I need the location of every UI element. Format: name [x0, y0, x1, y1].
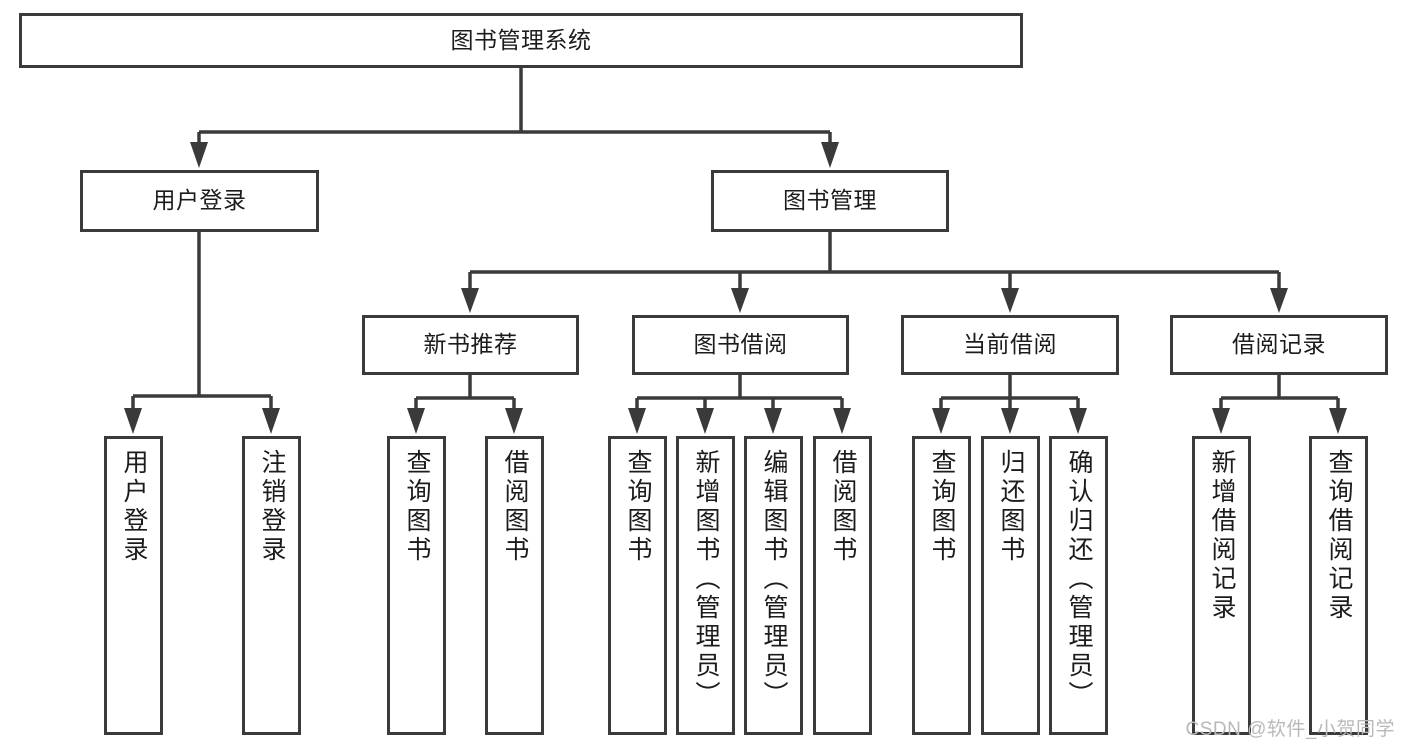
- node-label: 注销登录: [258, 449, 286, 565]
- node-label: 归还图书: [997, 449, 1025, 565]
- node-label: 查询图书: [624, 449, 652, 565]
- node-label: 新增图书（管理员）: [692, 449, 720, 710]
- node-label: 查询借阅记录: [1325, 449, 1353, 623]
- node-book-management[interactable]: 图书管理: [711, 170, 949, 232]
- leaf-user-login-login[interactable]: 用户登录: [104, 436, 163, 735]
- node-label: 图书管理系统: [450, 26, 592, 53]
- node-label: 用户登录: [152, 187, 247, 214]
- leaf-current-return-book[interactable]: 归还图书: [981, 436, 1040, 735]
- node-user-login[interactable]: 用户登录: [80, 170, 319, 232]
- node-label: 编辑图书（管理员）: [760, 449, 788, 710]
- node-current-borrow[interactable]: 当前借阅: [901, 315, 1119, 375]
- leaf-user-login-logout[interactable]: 注销登录: [242, 436, 301, 735]
- node-label: 新书推荐: [423, 331, 518, 358]
- node-label: 用户登录: [120, 449, 148, 565]
- node-label: 图书管理: [783, 187, 877, 214]
- node-label: 查询图书: [403, 449, 431, 565]
- leaf-record-add[interactable]: 新增借阅记录: [1192, 436, 1251, 735]
- leaf-borrow-edit-book[interactable]: 编辑图书（管理员）: [744, 436, 803, 735]
- csdn-watermark: CSDN @软件_小贺同学: [1185, 719, 1395, 740]
- node-root-system[interactable]: 图书管理系统: [19, 13, 1023, 68]
- leaf-borrow-add-book[interactable]: 新增图书（管理员）: [676, 436, 735, 735]
- node-label: 借阅图书: [501, 449, 529, 565]
- node-label: 确认归还（管理员）: [1065, 449, 1093, 710]
- node-borrow-record[interactable]: 借阅记录: [1170, 315, 1388, 375]
- node-label: 借阅图书: [829, 449, 857, 565]
- leaf-current-confirm-return[interactable]: 确认归还（管理员）: [1049, 436, 1108, 735]
- leaf-borrow-borrow-book[interactable]: 借阅图书: [813, 436, 872, 735]
- node-label: 当前借阅: [963, 331, 1057, 358]
- leaf-new-book-borrow[interactable]: 借阅图书: [485, 436, 544, 735]
- node-label: 新增借阅记录: [1208, 449, 1236, 623]
- leaf-borrow-query-book[interactable]: 查询图书: [608, 436, 667, 735]
- node-label: 图书借阅: [693, 331, 788, 358]
- leaf-record-query[interactable]: 查询借阅记录: [1309, 436, 1368, 735]
- node-new-book-recommend[interactable]: 新书推荐: [362, 315, 579, 375]
- leaf-new-book-query[interactable]: 查询图书: [387, 436, 446, 735]
- node-book-borrow[interactable]: 图书借阅: [632, 315, 849, 375]
- node-label: 查询图书: [928, 449, 956, 565]
- node-label: 借阅记录: [1232, 331, 1326, 358]
- leaf-current-query-book[interactable]: 查询图书: [912, 436, 971, 735]
